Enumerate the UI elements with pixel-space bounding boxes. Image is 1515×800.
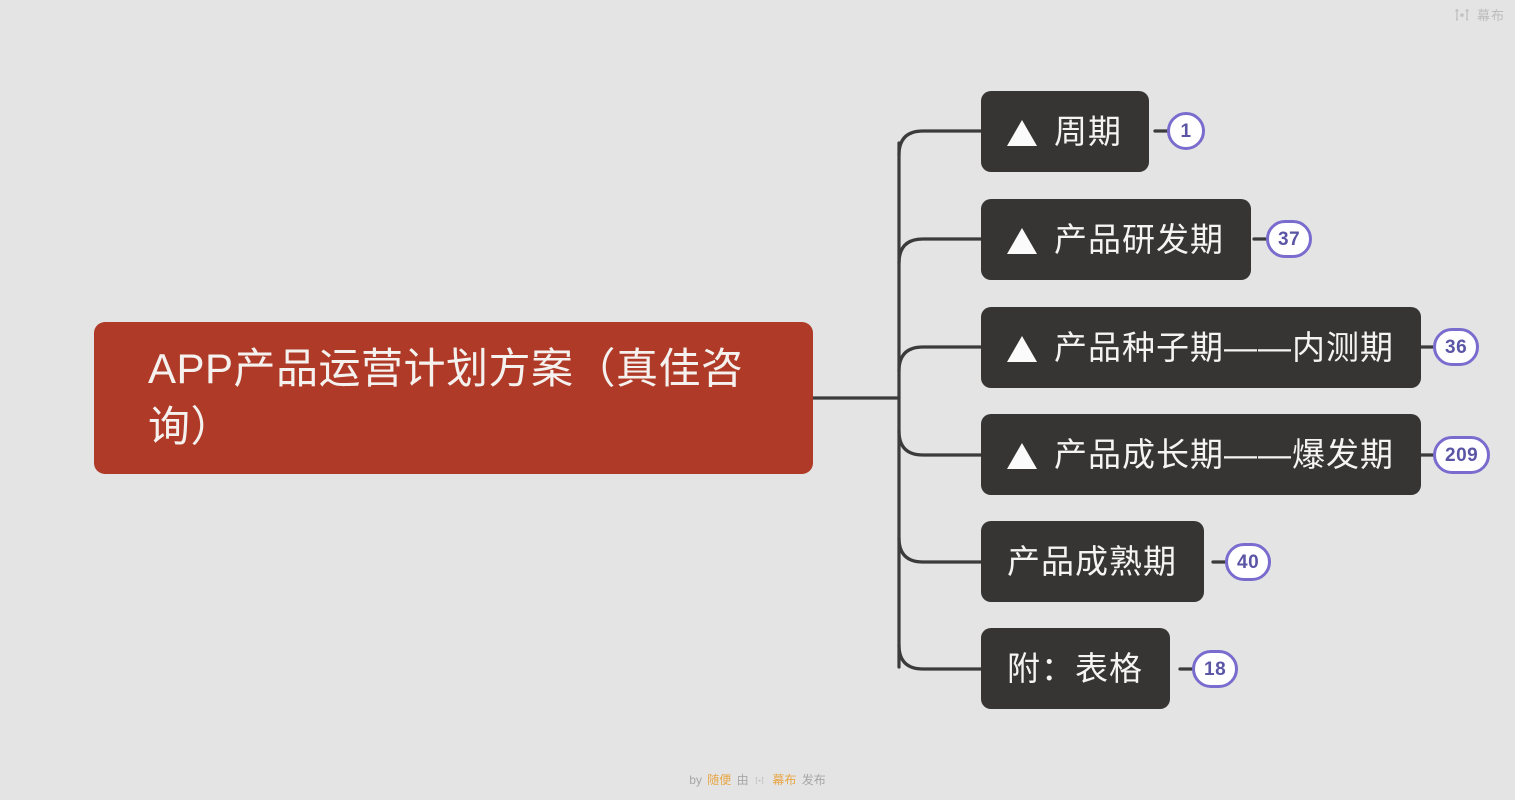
footer-by: by (689, 773, 702, 787)
collapse-triangle-icon[interactable] (1007, 335, 1037, 362)
link-to-child-6 (897, 643, 983, 671)
mubu-brand-name: 幕布 (1476, 7, 1505, 23)
mindmap-node-2[interactable]: 产品研发期 (981, 199, 1251, 280)
node-count-badge-2[interactable]: 37 (1266, 220, 1313, 258)
link-to-child-2 (897, 237, 983, 265)
collapse-triangle-icon[interactable] (1007, 442, 1037, 469)
footer-author[interactable]: 随便 (707, 773, 732, 787)
node-count-badge-6[interactable]: 18 (1192, 650, 1239, 688)
footer-via: 由 (736, 773, 749, 787)
mubu-watermark: 幕布 (1453, 6, 1505, 24)
node-count-badge-3[interactable]: 36 (1433, 328, 1480, 366)
badge-value-4: 209 (1445, 444, 1479, 466)
link-to-child-1 (897, 129, 983, 157)
node-count-badge-1[interactable]: 1 (1167, 112, 1205, 150)
mindmap-root-node[interactable]: APP产品运营计划方案（真佳咨询） (94, 322, 813, 474)
node-label-4: 产品成长期——爆发期 (1054, 436, 1394, 473)
badge-value-6: 18 (1204, 658, 1227, 680)
footer-published: 发布 (801, 773, 826, 787)
badge-value-5: 40 (1237, 551, 1260, 573)
mindmap-node-6[interactable]: 附：表格 (981, 628, 1170, 709)
mubu-logo-icon (1455, 9, 1469, 21)
node-label-5: 产品成熟期 (1007, 543, 1177, 580)
footer-attribution: by 随便 由 幕布 发布 (0, 773, 1515, 786)
node-label-1: 周期 (1054, 113, 1122, 150)
node-label-3: 产品种子期——内测期 (1054, 329, 1394, 366)
badge-value-1: 1 (1180, 120, 1192, 142)
collapse-triangle-icon[interactable] (1007, 227, 1037, 254)
collapse-triangle-icon[interactable] (1007, 119, 1037, 146)
mubu-logo-icon (755, 776, 764, 784)
badge-value-3: 36 (1445, 336, 1468, 358)
mindmap-node-1[interactable]: 周期 (981, 91, 1149, 172)
link-to-child-5 (897, 536, 983, 564)
link-to-child-4 (897, 429, 983, 457)
mindmap-node-4[interactable]: 产品成长期——爆发期 (981, 414, 1421, 495)
root-node-label: APP产品运营计划方案（真佳咨询） (148, 345, 744, 450)
node-label-6: 附：表格 (1007, 650, 1143, 687)
mindmap-node-3[interactable]: 产品种子期——内测期 (981, 307, 1421, 388)
node-count-badge-4[interactable]: 209 (1433, 436, 1491, 474)
link-to-child-3 (897, 345, 983, 373)
mindmap-node-5[interactable]: 产品成熟期 (981, 521, 1204, 602)
footer-platform[interactable]: 幕布 (772, 773, 797, 787)
node-label-2: 产品研发期 (1054, 221, 1224, 258)
badge-value-2: 37 (1278, 228, 1301, 250)
node-count-badge-5[interactable]: 40 (1225, 543, 1272, 581)
